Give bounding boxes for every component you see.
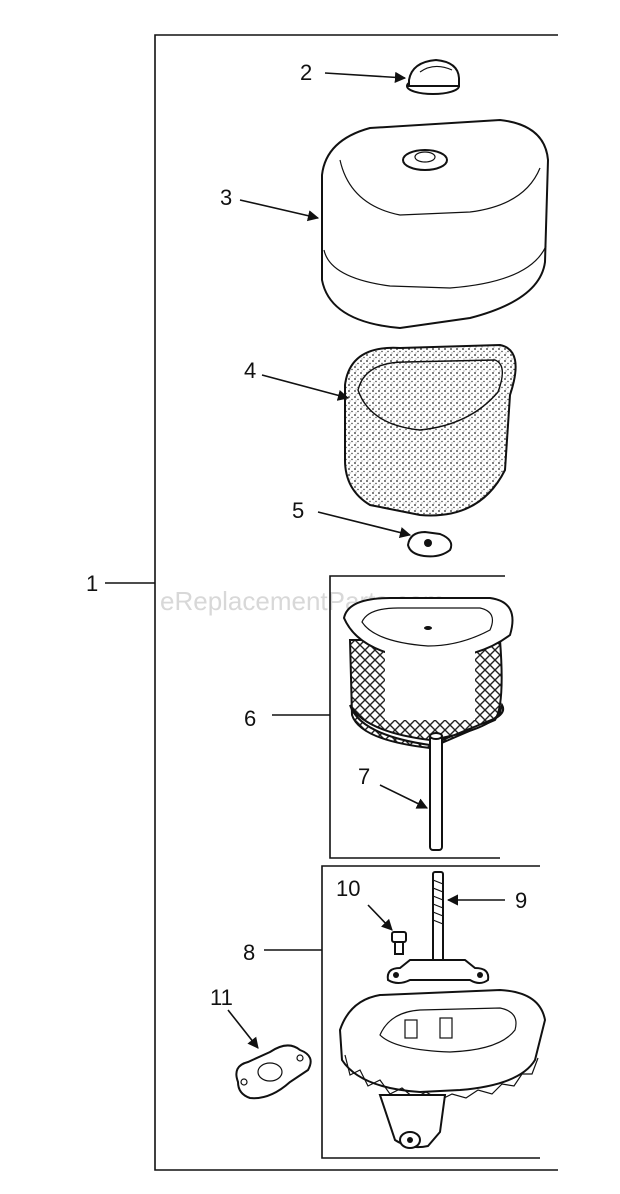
part-10-screw [367,904,407,955]
assembly-bracket-1 [105,34,558,1171]
callout-9: 9 [515,888,527,913]
part-3-cover [239,118,550,330]
callout-2: 2 [300,60,312,85]
part-4-foam-precleaner [261,343,517,517]
callout-1: 1 [86,571,98,596]
callout-8: 8 [243,940,255,965]
sub-bracket-6 [272,575,505,859]
callout-11: 11 [210,985,233,1010]
part-11-gasket [227,1009,312,1100]
sub-bracket-8 [264,865,540,1159]
callout-7: 7 [358,764,370,789]
callout-10: 10 [336,876,360,901]
part-6-paper-filter [342,597,514,750]
part-9-stud-bracket [386,871,505,984]
callout-4: 4 [244,358,256,383]
callout-3: 3 [220,185,232,210]
part-7-tube [379,732,443,851]
callout-5: 5 [292,498,304,523]
part-8-base [338,988,547,1149]
part-5-washer [317,511,453,558]
callout-6: 6 [244,706,256,731]
part-2-knob [324,58,460,95]
